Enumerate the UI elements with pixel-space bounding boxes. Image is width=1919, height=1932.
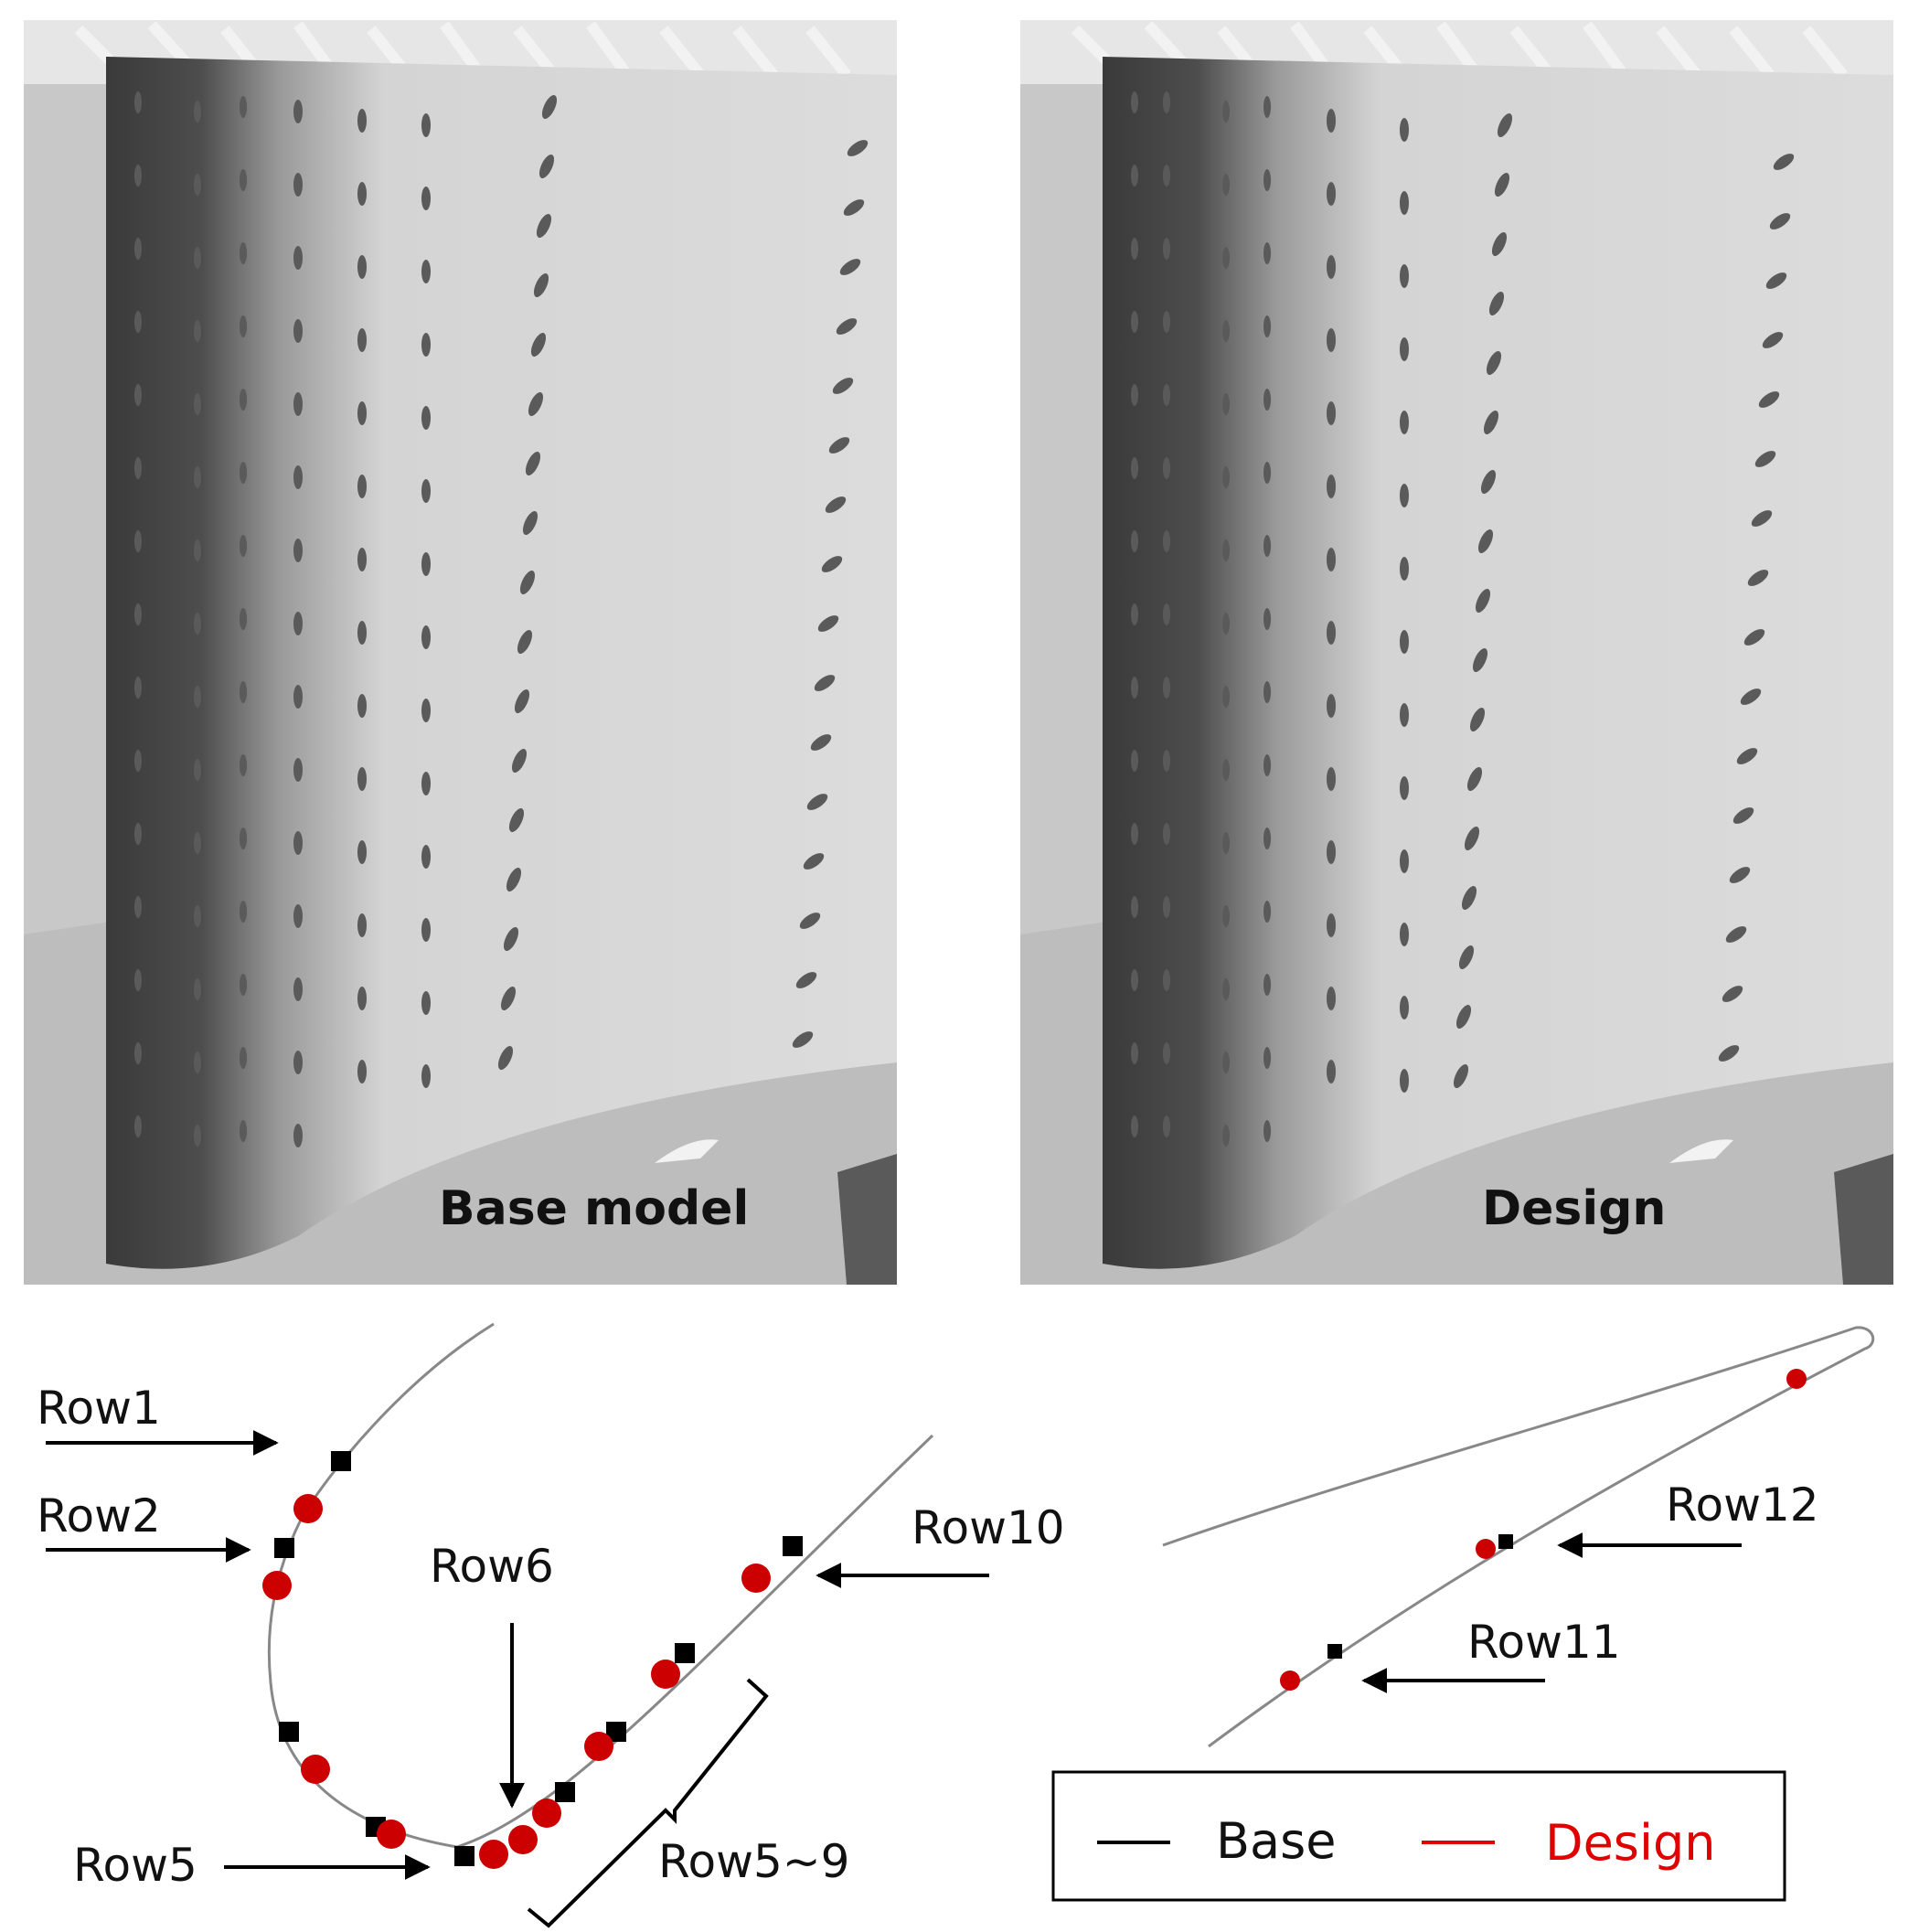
base-marker-row7 — [606, 1722, 626, 1742]
row5-label: Row5 — [73, 1839, 197, 1892]
trailing-edge-profile-curve — [1162, 1326, 1875, 1748]
design-marker-row1 — [293, 1494, 323, 1523]
design-marker-row8 — [584, 1732, 613, 1761]
base-marker-row8 — [675, 1643, 695, 1663]
design-marker-row12 — [1476, 1539, 1496, 1559]
base-marker-row12 — [1498, 1534, 1513, 1549]
row12-label: Row12 — [1666, 1478, 1819, 1532]
base-marker-row5 — [454, 1846, 474, 1866]
base-marker-row3 — [279, 1722, 299, 1742]
design-marker-row3 — [301, 1755, 330, 1784]
row1-label: Row1 — [37, 1382, 161, 1435]
row2-label: Row2 — [37, 1489, 161, 1542]
base-model-image — [24, 20, 897, 1285]
design-marker-row5 — [479, 1840, 508, 1869]
row10-label: Row10 — [912, 1501, 1065, 1554]
base-marker-row10 — [783, 1536, 803, 1556]
design-marker-row7 — [532, 1799, 561, 1828]
leading-edge-profile-curve — [267, 1322, 934, 1849]
base-model-render: Base model — [24, 20, 897, 1285]
row5-9-label: Row5~9 — [658, 1835, 850, 1888]
row6-label: Row6 — [430, 1540, 554, 1593]
base-marker-row2 — [274, 1538, 294, 1558]
row5-9-bracket — [527, 1678, 769, 1928]
legend-box — [1051, 1770, 1786, 1902]
design-marker-row2 — [262, 1571, 292, 1600]
design-marker-row4 — [377, 1820, 406, 1849]
legend-design-label: Design — [1545, 1814, 1715, 1872]
row11-label: Row11 — [1467, 1616, 1621, 1669]
design-marker-row6 — [508, 1825, 538, 1854]
base-marker-row1 — [331, 1451, 351, 1471]
base-model-title: Base model — [439, 1181, 750, 1236]
design-marker-row10 — [741, 1564, 771, 1593]
design-marker-row9 — [651, 1660, 680, 1689]
legend: Base Design — [1051, 1770, 1786, 1902]
base-marker-row11 — [1327, 1644, 1342, 1659]
design-marker-row12-tip — [1786, 1369, 1807, 1389]
hole-row-diagram: Row1 Row2 Row6 Row10 Row5 Row5~9 Row12 R… — [37, 1322, 1875, 1928]
design-model-render: Design — [1020, 20, 1893, 1285]
design-model-image — [1020, 20, 1893, 1285]
legend-base-label: Base — [1216, 1812, 1337, 1870]
base-marker-row6 — [555, 1782, 575, 1802]
design-marker-row11 — [1280, 1670, 1300, 1691]
design-model-title: Design — [1482, 1181, 1667, 1236]
